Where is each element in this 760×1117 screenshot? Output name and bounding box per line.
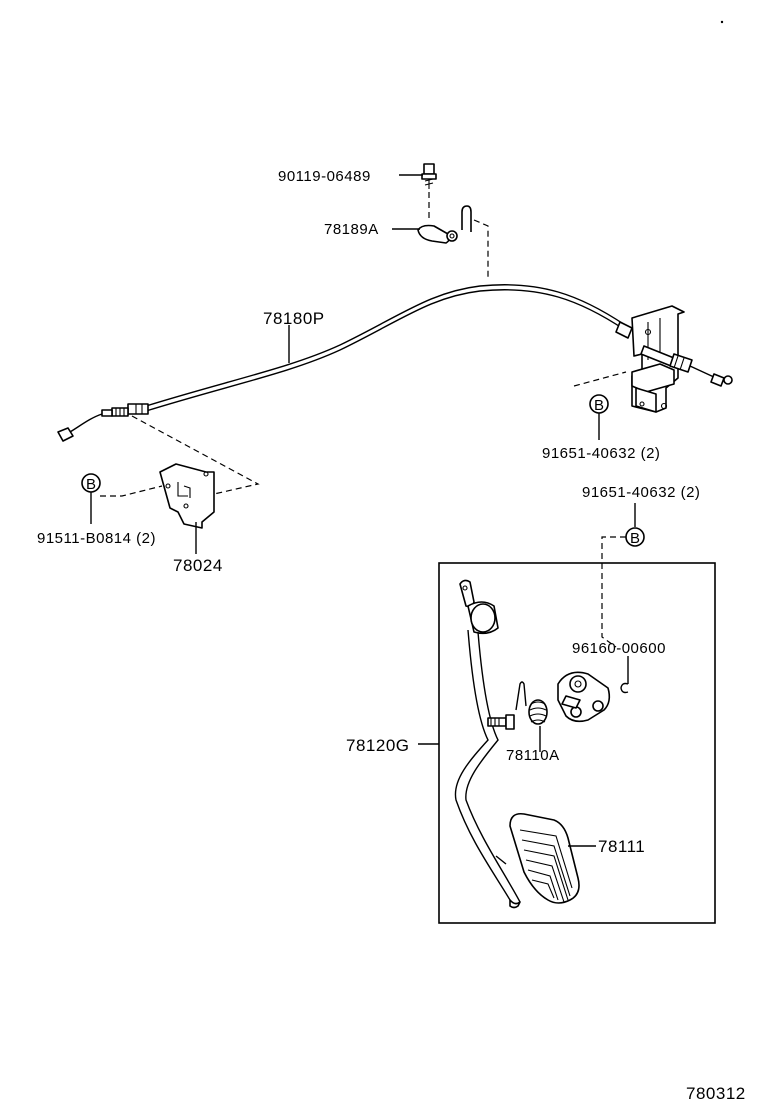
- pad-label: 78111: [598, 837, 645, 856]
- ref-b-pedal-label: B: [630, 530, 641, 547]
- ref-b-left-label: B: [86, 476, 97, 493]
- clip-right-label: 91651-40632 (2): [542, 445, 660, 462]
- pedal-assy-label: 78120G: [346, 736, 410, 755]
- pedal-pad-part: [509, 812, 580, 904]
- bracket-label: 78024: [173, 556, 223, 575]
- bolt-part: [421, 163, 437, 189]
- spring-label: 78110A: [506, 747, 560, 764]
- clip-pedal-dash: [601, 536, 626, 648]
- return-spring-part: [515, 681, 548, 725]
- ref-b-right-label: B: [594, 397, 605, 414]
- cable-part: [57, 284, 633, 442]
- clip-pedal-label: 91651-40632 (2): [582, 484, 700, 501]
- pivot-bracket-part: [557, 671, 611, 723]
- bracket-dash: [131, 415, 260, 495]
- clip-right-dash: [573, 371, 627, 387]
- clamp-dash: [473, 219, 489, 278]
- cable-bracket-part: [159, 463, 215, 529]
- ring-label: 96160-00600: [572, 640, 666, 657]
- bolt-label: 90119-06489: [278, 168, 371, 185]
- bracket-bolt-dash: [100, 485, 163, 497]
- pedal-assembly-box: [438, 562, 716, 924]
- figure-number: 780312: [686, 1084, 746, 1103]
- pedal-arm-part: [454, 579, 521, 909]
- cable-label: 78180P: [263, 309, 325, 328]
- clamp-label: 78189A: [324, 221, 379, 238]
- throttle-bracket-part: [631, 305, 733, 413]
- corner-mark: [720, 20, 724, 24]
- snap-ring-part: [620, 682, 629, 694]
- clamp-part: [417, 205, 472, 244]
- bracket-bolt-label: 91511-B0814 (2): [37, 530, 156, 547]
